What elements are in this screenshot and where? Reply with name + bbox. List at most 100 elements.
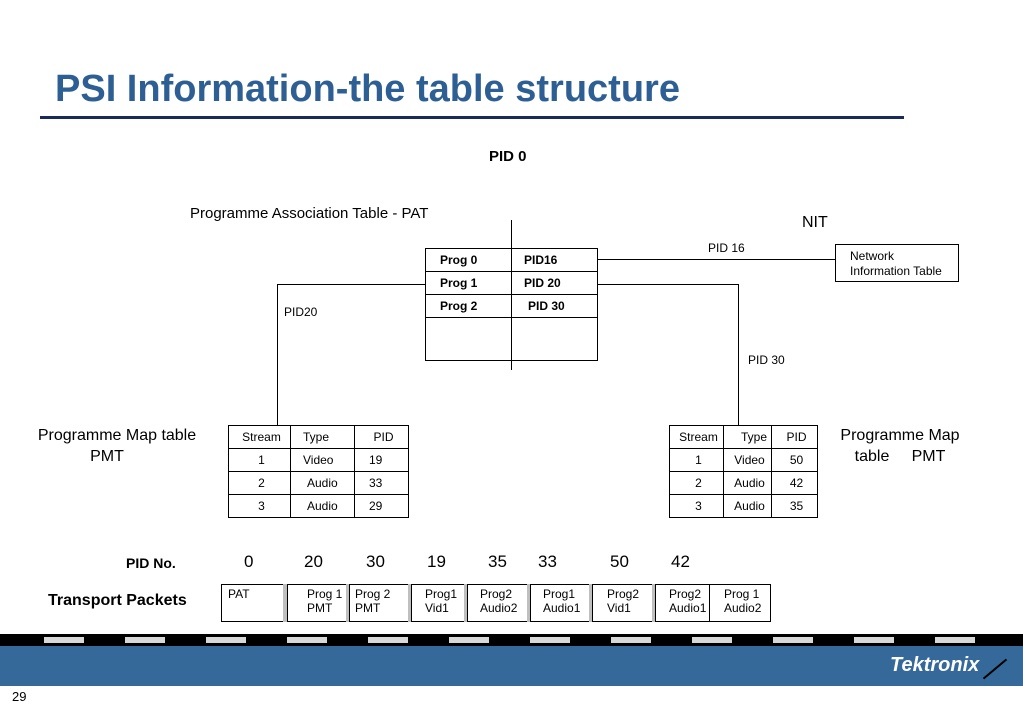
packet-separator: [527, 584, 531, 622]
pmt-type-cell: Audio: [723, 494, 772, 518]
table-row: 3 Audio 29: [228, 494, 409, 518]
pmt-type-cell: Audio: [723, 471, 772, 495]
pmt-right-table: Stream Type PID 1 Video 50 2 Audio 42 3 …: [669, 425, 818, 518]
pmt-pid-cell: 19: [354, 448, 409, 472]
tektronix-logo: Tektronix: [890, 654, 980, 676]
transport-packets-label: Transport Packets: [48, 592, 187, 609]
pmt-left-caption-line2: PMT: [90, 448, 124, 465]
pid16-label: PID 16: [708, 241, 745, 255]
pat-pid-cell: PID16: [511, 248, 598, 272]
packet: Prog 2 PMT: [349, 584, 410, 622]
pmt-stream-cell: 1: [228, 448, 291, 472]
pat-pid-cell: PID 30: [511, 294, 598, 318]
pmt-type-cell: Audio: [290, 471, 355, 495]
pid-number: 0: [244, 552, 254, 571]
pmt-header-cell: Type: [290, 425, 355, 449]
pmt-right-caption-line2: table PMT: [854, 448, 946, 465]
pat-pid-cell: PID 20: [511, 271, 598, 295]
packet-separator: [464, 584, 468, 622]
footer-area: [0, 686, 1023, 708]
packet: Prog2 Audio2: [467, 584, 529, 622]
pmt-stream-cell: 2: [228, 471, 291, 495]
table-row: Stream Type PID: [669, 425, 818, 449]
nit-label: NIT: [802, 214, 828, 231]
table-row: [425, 317, 598, 361]
pmt-pid-cell: 42: [771, 471, 818, 495]
pat-prog-cell: Prog 0: [425, 248, 512, 272]
pat-table: Prog 0 PID16 Prog 1 PID 20 Prog 2 PID 30: [425, 248, 598, 361]
nit-box-line2: Information Table: [850, 264, 942, 278]
pid-number: 50: [610, 552, 629, 571]
pmt-type-cell: Video: [290, 448, 355, 472]
nit-box: Network Information Table: [835, 244, 959, 282]
title-underline: [40, 116, 904, 119]
packet: PAT: [221, 584, 285, 622]
connector-pat-to-right-pmt-h: [597, 284, 738, 285]
pid30-label: PID 30: [748, 353, 785, 367]
packet: Prog 1 PMT: [287, 584, 349, 622]
pmt-pid-cell: 50: [771, 448, 818, 472]
page-title: PSI Information-the table structure: [55, 68, 680, 110]
connector-pat-to-nit: [597, 259, 835, 260]
pmt-stream-cell: 1: [669, 448, 724, 472]
pat-empty-cell: [511, 317, 598, 361]
table-row: Prog 1 PID 20: [425, 271, 598, 295]
pmt-left-table: Stream Type PID 1 Video 19 2 Audio 33 3 …: [228, 425, 409, 518]
table-row: 2 Audio 33: [228, 471, 409, 495]
pid-no-label: PID No.: [126, 555, 176, 571]
packet: Prog2 Audio1: [655, 584, 711, 622]
table-row: 2 Audio 42: [669, 471, 818, 495]
pmt-pid-cell: 33: [354, 471, 409, 495]
table-row: 1 Video 50: [669, 448, 818, 472]
pid0-label: PID 0: [489, 148, 527, 165]
pmt-header-cell: Stream: [228, 425, 291, 449]
packet-separator: [283, 584, 287, 622]
pid-number: 33: [538, 552, 557, 571]
connector-pat-to-right-pmt-v: [738, 284, 739, 425]
pmt-right-caption: Programme Map table PMT: [830, 425, 970, 467]
pid-number: 35: [488, 552, 507, 571]
pid-number: 42: [671, 552, 690, 571]
pat-caption: Programme Association Table - PAT: [190, 205, 429, 222]
pmt-left-caption: Programme Map table PMT: [27, 425, 207, 467]
packet: Prog 1 Audio2: [709, 584, 771, 622]
nit-box-line1: Network: [850, 249, 895, 263]
pmt-type-cell: Video: [723, 448, 772, 472]
packet: Prog1 Vid1: [411, 584, 466, 622]
pmt-header-cell: PID: [771, 425, 818, 449]
pmt-right-caption-line1: Programme Map: [840, 427, 960, 444]
table-row: Prog 2 PID 30: [425, 294, 598, 318]
pmt-pid-cell: 29: [354, 494, 409, 518]
pid-number: 19: [427, 552, 446, 571]
connector-pat-to-left-pmt-v: [277, 284, 278, 425]
pat-empty-cell: [425, 317, 512, 361]
table-row: Prog 0 PID16: [425, 248, 598, 272]
packet-separator: [408, 584, 412, 622]
packet-separator: [589, 584, 593, 622]
packet: Prog1 Audio1: [530, 584, 591, 622]
pat-prog-cell: Prog 2: [425, 294, 512, 318]
pid-number: 30: [366, 552, 385, 571]
page-number: 29: [12, 689, 27, 704]
footer-band: [0, 646, 1023, 686]
connector-pat-to-left-pmt-h: [277, 284, 425, 285]
pmt-stream-cell: 3: [669, 494, 724, 518]
table-row: 1 Video 19: [228, 448, 409, 472]
pmt-stream-cell: 3: [228, 494, 291, 518]
pmt-left-caption-line1: Programme Map table: [37, 427, 197, 444]
pmt-header-cell: Stream: [669, 425, 724, 449]
pmt-header-cell: PID: [354, 425, 409, 449]
table-row: 3 Audio 35: [669, 494, 818, 518]
pmt-stream-cell: 2: [669, 471, 724, 495]
pmt-pid-cell: 35: [771, 494, 818, 518]
packet-separator: [346, 584, 350, 622]
pmt-header-cell: Type: [723, 425, 772, 449]
packet: Prog2 Vid1: [592, 584, 654, 622]
table-row: Stream Type PID: [228, 425, 409, 449]
pid20-label: PID20: [284, 305, 318, 319]
pid-number: 20: [304, 552, 323, 571]
packet-separator: [652, 584, 656, 622]
footer-stripe: [0, 634, 1023, 646]
pmt-type-cell: Audio: [290, 494, 355, 518]
pat-prog-cell: Prog 1: [425, 271, 512, 295]
